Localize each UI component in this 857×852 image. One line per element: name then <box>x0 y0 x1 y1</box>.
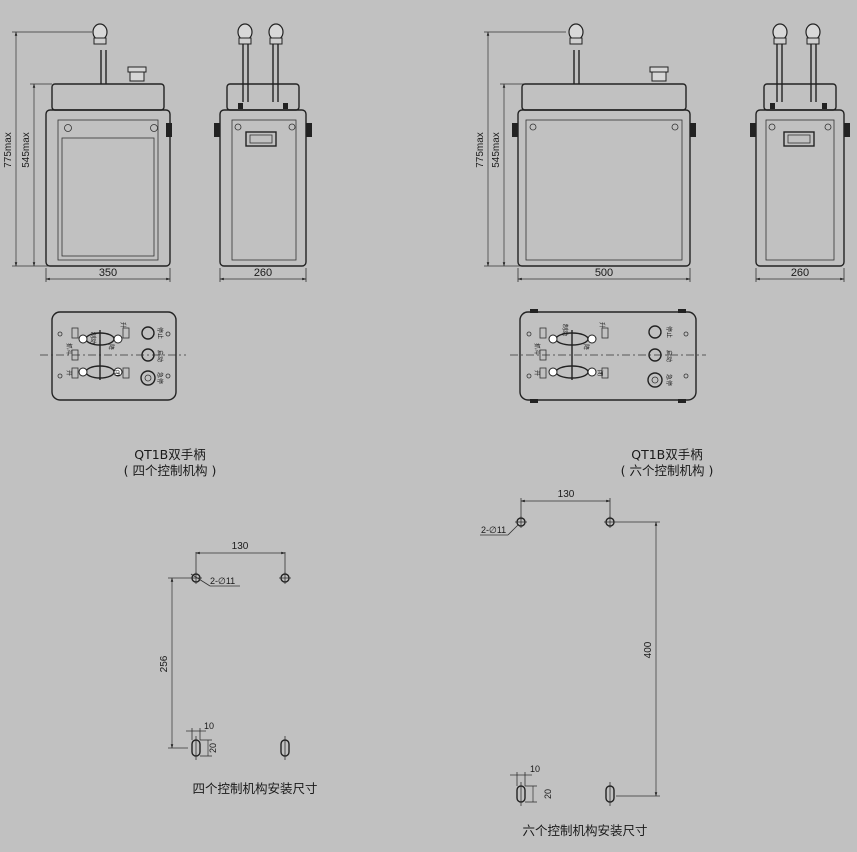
mount-six-vertical-label: 400 <box>643 641 654 658</box>
right-label-release: 抓斗 <box>533 343 541 355</box>
mount-six-slot-height-label: 20 <box>543 789 553 799</box>
right-unit-subtitle: ( 六个控制机构 ) <box>620 463 714 478</box>
left-body-height-label: 545max <box>21 132 32 168</box>
left-side-view: 260 <box>214 23 312 282</box>
right-label-down: 降 <box>582 344 590 350</box>
right-side-view: 260 <box>750 23 850 282</box>
left-label-close: 闭 <box>113 370 121 376</box>
mount-four-hole-spec-label: 2-∅11 <box>210 576 235 586</box>
right-overall-height-label: 775max <box>475 132 486 168</box>
mount-six-horizontal-label: 130 <box>558 489 575 500</box>
left-label-start: 启动 <box>156 350 164 362</box>
right-unit-title: QT1B双手柄 <box>631 447 703 462</box>
mount-four-slot-height-label: 20 <box>208 743 218 753</box>
right-panel-view: 制动 抓斗 开 闭 升 降 停止 启动 急停 <box>510 309 706 403</box>
left-side-width-label: 260 <box>254 267 272 279</box>
mount-four-caption: 四个控制机构安装尺寸 <box>192 781 318 796</box>
right-height-dims: 775max 545max <box>475 31 566 267</box>
right-front-view: 500 <box>512 23 696 282</box>
right-unit: 775max 545max 500 <box>475 23 850 403</box>
left-height-dims: 775max 545max <box>3 31 92 267</box>
right-label-emergency-stop: 急停 <box>665 374 673 386</box>
right-label-stop: 停止 <box>665 326 673 338</box>
left-label-down: 降 <box>107 344 115 350</box>
left-label-stop: 停止 <box>156 327 164 339</box>
left-label-release: 抓斗 <box>65 343 73 355</box>
mount-four-horizontal-label: 130 <box>232 541 249 552</box>
mount-six-caption: 六个控制机构安装尺寸 <box>522 823 648 838</box>
right-front-width-label: 500 <box>595 267 613 279</box>
left-panel-view: 制动 抓斗 开 闭 升 降 停止 启动 急停 <box>40 311 186 401</box>
left-unit-title: QT1B双手柄 <box>134 447 206 462</box>
left-label-open: 开 <box>65 370 72 376</box>
left-unit: 775max 545max 350 <box>3 23 312 401</box>
mount-six-slot-width-label: 10 <box>530 764 540 774</box>
left-label-brake: 制动 <box>89 332 97 344</box>
left-unit-subtitle: ( 四个控制机构 ) <box>123 463 217 478</box>
right-label-close: 闭 <box>596 370 604 376</box>
left-front-width-label: 350 <box>99 267 117 279</box>
left-overall-height-label: 775max <box>3 132 14 168</box>
right-label-brake: 制动 <box>561 324 569 336</box>
left-front-view: 350 <box>45 23 172 282</box>
left-label-up: 升 <box>119 322 127 328</box>
right-label-open: 开 <box>533 370 540 376</box>
right-body-height-label: 545max <box>491 132 502 168</box>
mount-six-drawing: 130 2-∅11 400 10 20 <box>480 489 660 806</box>
mount-four-slot-width-label: 10 <box>204 721 214 731</box>
left-label-emergency-stop: 急停 <box>156 372 164 384</box>
right-label-start: 启动 <box>665 350 673 362</box>
mount-six-hole-spec-label: 2-∅11 <box>481 525 506 535</box>
right-side-width-label: 260 <box>791 267 809 279</box>
right-label-up: 升 <box>598 322 606 328</box>
mount-four-drawing: 130 2-∅11 256 10 20 <box>159 541 291 760</box>
mount-four-vertical-label: 256 <box>159 655 170 672</box>
